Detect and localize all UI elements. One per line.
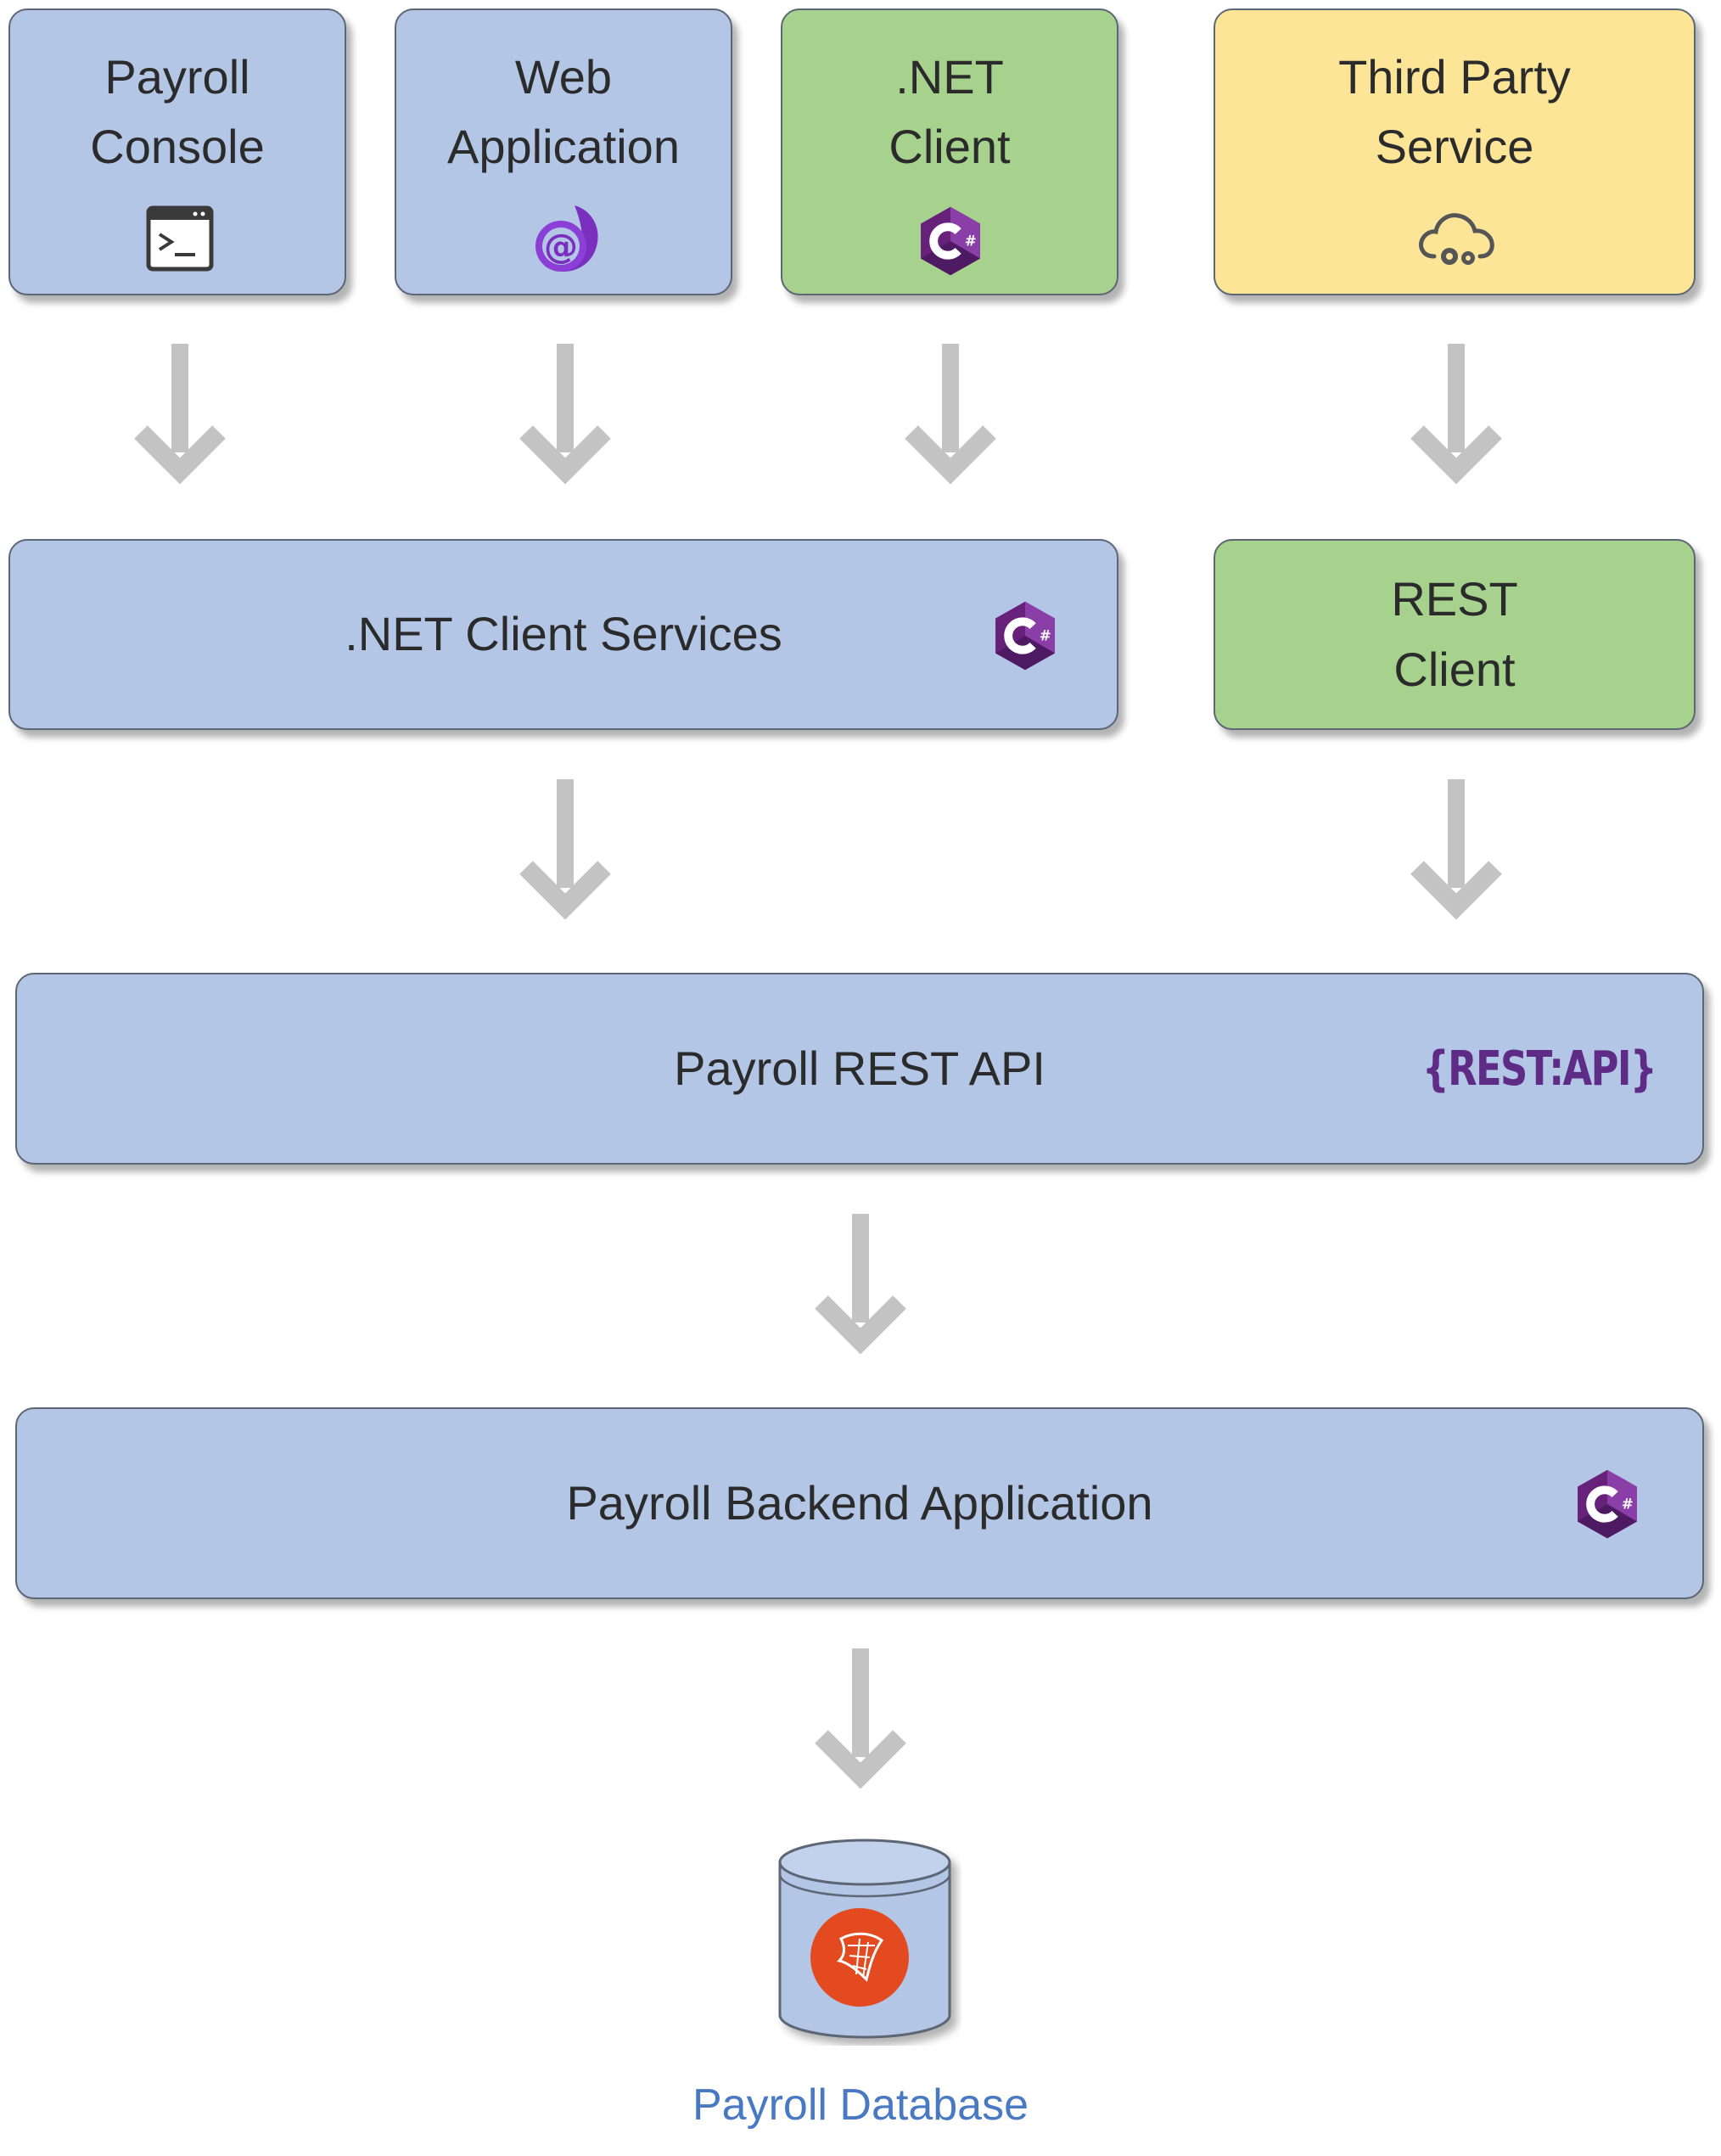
sql-server-icon <box>810 1908 909 2007</box>
arrow-api-to-backend <box>810 1214 911 1362</box>
arrow-restclient-to-api <box>1405 779 1507 928</box>
svg-text:@: @ <box>544 227 578 267</box>
payroll-rest-api-box: Payroll REST API {REST:API} <box>15 973 1704 1165</box>
payroll-rest-api-label: Payroll REST API <box>674 1041 1045 1095</box>
csharp-icon <box>993 600 1057 671</box>
database-cylinder <box>778 1839 951 2039</box>
payroll-backend-box: Payroll Backend Application <box>15 1407 1704 1599</box>
arrow-web-to-services <box>514 344 616 492</box>
cloud-gear-icon <box>1419 213 1494 265</box>
arrow-console-to-services <box>129 344 231 492</box>
blazor-icon: @ <box>535 205 598 272</box>
arrow-netclient-to-services <box>900 344 1001 492</box>
arrow-services-to-api <box>514 779 616 928</box>
net-client-services-box: .NET Client Services <box>8 539 1118 730</box>
terminal-icon <box>146 205 214 272</box>
database-caption: Payroll Database <box>692 2080 1029 2130</box>
arrow-thirdparty-to-restclient <box>1405 344 1507 492</box>
rest-api-badge: {REST:API} <box>1421 1041 1657 1097</box>
arrow-backend-to-database <box>810 1648 911 1797</box>
csharp-icon <box>1575 1468 1640 1540</box>
payroll-backend-label: Payroll Backend Application <box>566 1475 1153 1530</box>
net-client-services-label: .NET Client Services <box>345 607 782 661</box>
csharp-icon <box>918 205 983 277</box>
